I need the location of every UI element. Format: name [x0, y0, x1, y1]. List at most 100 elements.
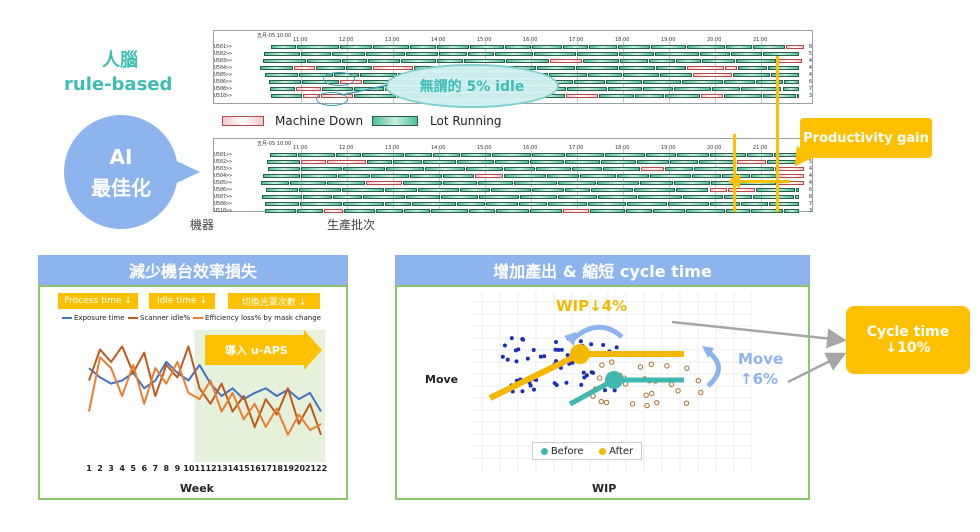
gantt-gridline	[577, 41, 578, 103]
gantt-lot-bar	[648, 59, 675, 63]
gantt-lot-bar	[262, 174, 301, 178]
gantt-lot-bar	[649, 174, 692, 178]
gantt-lot-bar	[564, 160, 601, 164]
idle-marker-1	[323, 72, 355, 86]
gantt-lot-bar	[730, 52, 762, 56]
gantt-lot-bar	[443, 181, 477, 185]
gantt-hour-label: 13:00	[385, 145, 400, 151]
gantt-hour-label: 13:00	[385, 37, 400, 43]
gantt-down-bar	[786, 45, 804, 49]
gain-arrow-head	[728, 174, 740, 188]
gantt-lot-bar	[306, 59, 342, 63]
gantt-row-count: 3	[808, 208, 812, 214]
gantt-lot-bar	[412, 202, 456, 206]
gantt-lot-bar	[431, 209, 468, 213]
gantt-lot-bar	[767, 160, 799, 164]
gantt-hour-label: 21:00	[753, 37, 768, 43]
scatter-point-blue	[601, 343, 606, 348]
gantt-lot-bar	[270, 153, 298, 157]
series-line	[88, 356, 322, 436]
gantt-lot-bar	[494, 52, 533, 56]
cycle-time-line1: Cycle time	[866, 324, 950, 340]
gantt-down-bar	[293, 66, 315, 70]
gantt-lot-bar	[659, 73, 692, 77]
gantt-lot-bar	[579, 174, 616, 178]
scatter-point-blue	[581, 370, 586, 375]
gantt-lot-bar	[546, 174, 579, 178]
series-line	[88, 345, 322, 436]
scatter-point-open	[654, 400, 660, 406]
scatter-point-blue	[556, 347, 561, 352]
gantt-down-bar	[709, 188, 728, 192]
gantt-row-count: 5	[808, 51, 812, 57]
week-tick-label: 1	[86, 464, 92, 473]
gantt-lot-bar	[491, 188, 531, 192]
scatter-ylabel: Move	[425, 373, 459, 386]
scatter-point-blue	[589, 342, 594, 347]
gantt-hour-label: 16:00	[523, 37, 538, 43]
gantt-lot-bar	[270, 87, 295, 91]
gantt-down-bar	[692, 73, 733, 77]
gantt-lot-bar	[401, 59, 437, 63]
scatter-point-blue	[514, 359, 519, 364]
gantt-lot-bar	[588, 73, 623, 77]
gantt-lot-bar	[403, 181, 443, 185]
gantt-lot-bar	[773, 153, 799, 157]
scatter-point-open	[644, 402, 650, 409]
scatter-point-open	[599, 362, 605, 368]
chip-process-time: Process time ↓	[58, 293, 138, 309]
scatter-point-blue	[564, 380, 569, 385]
gantt-lot-bar	[738, 66, 768, 70]
gantt-lot-bar	[618, 66, 655, 70]
gantt-lot-bar	[410, 45, 437, 49]
gantt-down-bar	[565, 94, 598, 98]
gantt-down-bar	[728, 188, 755, 192]
cycle-time-callout: Cycle time ↓10%	[846, 306, 970, 374]
gantt-lot-bar	[456, 160, 494, 164]
gantt-lot-bar	[566, 153, 604, 157]
week-tick-label: 2	[97, 464, 103, 473]
gantt-lot-bar	[770, 73, 799, 77]
gantt-lot-bar	[783, 209, 799, 213]
week-label: Week	[180, 482, 214, 495]
gantt-gridline	[347, 41, 348, 103]
gantt-lot-bar	[558, 181, 596, 185]
gantt-lot-bar	[639, 181, 674, 185]
gantt-lot-bar	[651, 45, 687, 49]
scatter-point-blue	[500, 354, 505, 359]
gantt-lot-bar	[604, 153, 645, 157]
gantt-lot-bar	[634, 188, 676, 192]
gantt-lot-bar	[762, 52, 799, 56]
gantt-lot-bar	[533, 52, 577, 56]
scatter-point-open	[675, 388, 681, 394]
gantt-lot-bar	[437, 59, 463, 63]
gantt-hour-label: 21:00	[753, 145, 768, 151]
gantt-lot-bar	[572, 167, 603, 171]
gantt-row-count: 4	[808, 72, 812, 78]
gantt-lot-bar	[403, 209, 431, 213]
week-tick-label: 20	[293, 464, 306, 473]
gantt-lot-bar	[406, 195, 440, 199]
gantt-lot-bar	[260, 181, 290, 185]
scatter-point-blue	[554, 339, 559, 344]
gantt-lot-bar	[724, 80, 755, 84]
gantt-lot-bar	[486, 202, 519, 206]
gantt-hour-label: 16:00	[523, 145, 538, 151]
legend-before-label: Before	[550, 445, 584, 457]
gantt-lot-bar	[362, 195, 406, 199]
lot-label: 生產批次	[327, 218, 376, 232]
gantt-row-count: 7	[808, 86, 812, 92]
gantt-machine-label: U503>>	[214, 166, 233, 172]
gantt-lot-bar	[265, 209, 296, 213]
scatter-point-blue	[553, 347, 558, 352]
gantt-lot-bar	[643, 80, 681, 84]
gantt-lot-bar	[437, 45, 470, 49]
scatter-legend: Before After	[532, 442, 642, 460]
gantt-hour-label: 15:00	[477, 145, 492, 151]
gantt-lot-bar	[797, 94, 800, 98]
week-tick-label: 11	[194, 464, 206, 473]
gantt-lot-bar	[406, 52, 439, 56]
gantt-lot-bar	[750, 174, 778, 178]
gantt-lot-bar	[456, 202, 486, 206]
